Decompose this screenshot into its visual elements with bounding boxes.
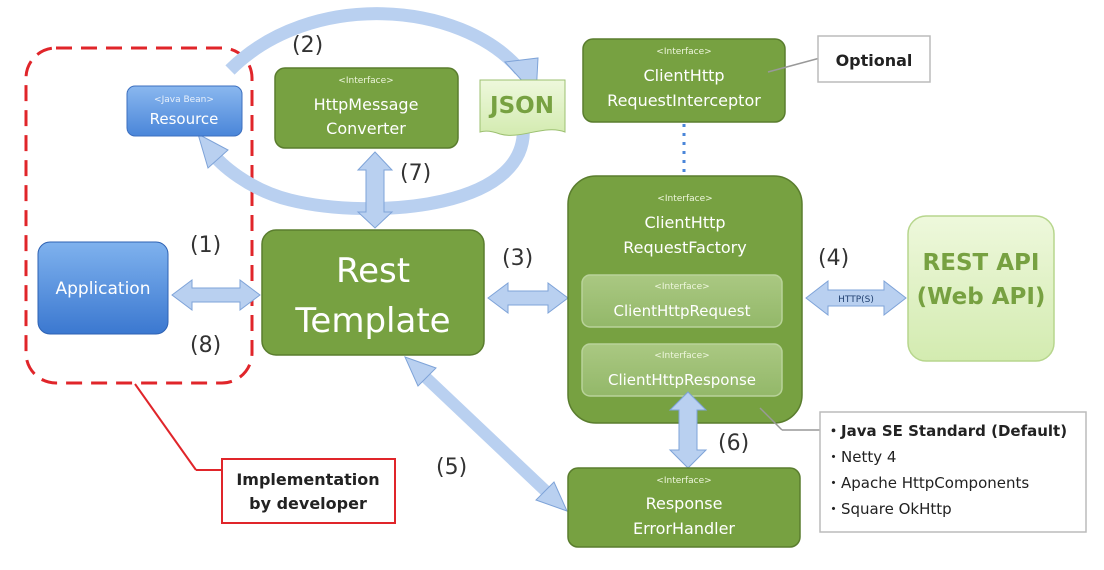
factory-line1: ClientHttp	[644, 213, 725, 232]
serialize-cycle-arrow	[225, 7, 525, 75]
http-arrow: HTTP(S)	[805, 279, 907, 317]
step-label-3: (3)	[502, 246, 533, 271]
step-label-1: (1)	[190, 233, 221, 258]
converter-stereotype: <Interface>	[338, 76, 393, 86]
request-label: ClientHttpRequest	[614, 302, 751, 320]
application-label: Application	[56, 279, 151, 299]
impl-item-3: ・Square OkHttp	[826, 500, 952, 518]
impl-item-1: ・Netty 4	[826, 448, 896, 466]
developer-boundary	[24, 46, 254, 385]
converter-line1: HttpMessage	[314, 95, 419, 114]
rest-api-node: REST API (Web API)	[907, 215, 1055, 362]
rest-template-node: Rest Template	[261, 229, 485, 356]
application-rest-template-arrow	[171, 279, 261, 311]
deserialize-cycle-arrowhead	[197, 132, 229, 169]
optional-label: Optional	[836, 51, 913, 70]
rest-template-error-handler-arrow	[404, 356, 568, 512]
rest-template-line2: Template	[294, 301, 450, 341]
interceptor-line1: ClientHttp	[643, 66, 724, 85]
factory-line2: RequestFactory	[623, 238, 746, 257]
resource-label: Resource	[150, 110, 219, 128]
rest-template-factory-arrow	[487, 282, 569, 314]
request-stereotype: <Interface>	[654, 282, 709, 292]
step-label-8: (8)	[190, 333, 221, 358]
converter-line2: Converter	[326, 119, 406, 138]
json-document: JSON	[479, 79, 566, 136]
client-http-request-node: <Interface> ClientHttpRequest	[581, 274, 783, 328]
rest-template-line1: Rest	[336, 251, 410, 291]
developer-callout-line1: Implementation	[236, 470, 379, 489]
http-message-converter-node: <Interface> HttpMessage Converter	[274, 67, 459, 149]
step-label-5: (5)	[436, 455, 467, 480]
factory-stereotype: <Interface>	[657, 194, 712, 204]
deserialize-cycle-arrow	[204, 116, 530, 216]
resource-stereotype: <Java Bean>	[154, 95, 214, 105]
response-error-handler-node: <Interface> Response ErrorHandler	[567, 467, 801, 548]
implementations-callout: ・Java SE Standard (Default) ・Netty 4 ・Ap…	[759, 407, 1087, 533]
response-stereotype: <Interface>	[654, 351, 709, 361]
http-label: HTTP(S)	[838, 295, 874, 305]
error-handler-stereotype: <Interface>	[656, 476, 711, 486]
impl-item-0: ・Java SE Standard (Default)	[826, 422, 1067, 440]
application-node: Application	[37, 241, 169, 335]
error-handler-line1: Response	[646, 494, 723, 513]
interceptor-line2: RequestInterceptor	[607, 91, 761, 110]
rest-api-line2: (Web API)	[917, 284, 1046, 310]
rest-api-line1: REST API	[923, 250, 1040, 276]
step-label-6: (6)	[718, 431, 749, 456]
json-label: JSON	[488, 93, 554, 119]
step-label-4: (4)	[818, 246, 849, 271]
step-label-7: (7)	[400, 161, 431, 186]
converter-rest-template-arrow	[356, 151, 394, 229]
error-handler-line2: ErrorHandler	[633, 519, 735, 538]
step-label-2: (2)	[292, 33, 323, 58]
optional-callout: Optional	[767, 35, 931, 83]
response-label: ClientHttpResponse	[608, 371, 756, 389]
developer-callout-line2: by developer	[249, 494, 367, 513]
developer-callout: Implementation by developer	[134, 383, 396, 524]
resource-node: <Java Bean> Resource	[126, 85, 243, 137]
impl-item-2: ・Apache HttpComponents	[826, 474, 1029, 492]
request-interceptor-node: <Interface> ClientHttp RequestIntercepto…	[582, 38, 786, 123]
interceptor-stereotype: <Interface>	[656, 47, 711, 57]
client-http-response-node: <Interface> ClientHttpResponse	[581, 343, 783, 397]
